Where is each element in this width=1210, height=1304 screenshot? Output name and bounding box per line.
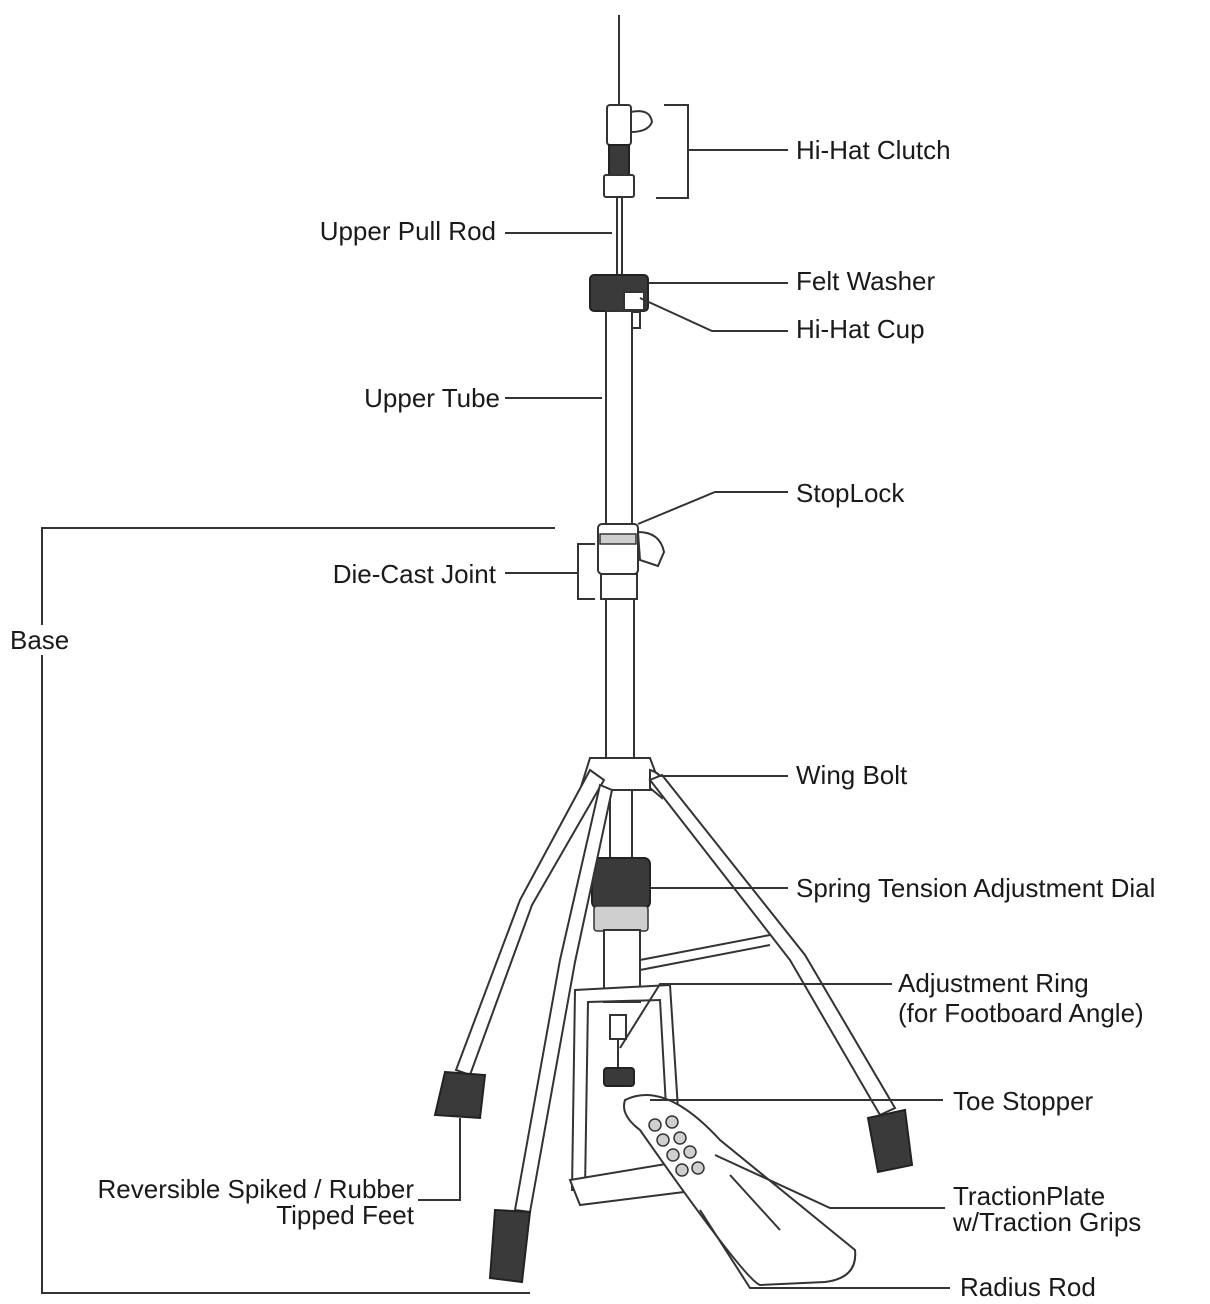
- label-hihat-cup: Hi-Hat Cup: [796, 314, 925, 344]
- label-base: Base: [10, 625, 70, 655]
- label-die-cast-joint: Die-Cast Joint: [332, 559, 496, 589]
- label-upper-tube: Upper Tube: [364, 383, 500, 413]
- label-feet-line2: Tipped Feet: [276, 1200, 414, 1230]
- label-feet-line1: Reversible Spiked / Rubber: [97, 1174, 415, 1204]
- hihat-stand-illustration: [433, 15, 914, 1287]
- foot-left: [433, 1070, 487, 1120]
- label-wing-bolt: Wing Bolt: [796, 760, 908, 790]
- foot-front: [488, 1208, 532, 1284]
- label-hihat-clutch: Hi-Hat Clutch: [796, 135, 951, 165]
- label-upper-pull-rod: Upper Pull Rod: [319, 216, 496, 246]
- die-cast-joint-part: [597, 523, 666, 600]
- label-tractionplate-line1: TractionPlate: [953, 1181, 1106, 1211]
- label-spring-tension-dial: Spring Tension Adjustment Dial: [796, 873, 1156, 903]
- hihat-clutch-part: [603, 104, 654, 198]
- pedal-frame-part: [568, 983, 857, 1287]
- label-adjustment-ring-line1: Adjustment Ring: [898, 968, 1089, 998]
- leader-hihat-cup: [639, 297, 788, 332]
- spring-tension-dial-part: [591, 857, 651, 932]
- label-tractionplate-line2: w/Traction Grips: [953, 1207, 1142, 1237]
- leader-feet: [418, 1118, 461, 1201]
- foot-right: [866, 1108, 914, 1174]
- label-feet: Reversible Spiked / Rubber Tipped Feet: [40, 1174, 415, 1230]
- label-tractionplate: TractionPlate w/Traction Grips: [953, 1183, 1141, 1235]
- leader-radius-rod: [699, 1209, 950, 1289]
- leader-tractionplate: [714, 1154, 945, 1209]
- leader-base: [41, 527, 555, 1294]
- leader-lines: [41, 104, 950, 1294]
- label-radius-rod: Radius Rod: [960, 1272, 1096, 1302]
- leader-adjustment-ring: [619, 983, 892, 1049]
- label-adjustment-ring: Adjustment Ring (for Footboard Angle): [898, 970, 1144, 1026]
- label-toe-stopper: Toe Stopper: [953, 1086, 1094, 1116]
- leader-die-cast-joint: [505, 543, 595, 600]
- label-stoplock: StopLock: [796, 478, 905, 508]
- label-adjustment-ring-line2: (for Footboard Angle): [898, 998, 1144, 1028]
- leader-hihat-clutch: [656, 104, 788, 199]
- label-felt-washer: Felt Washer: [796, 266, 936, 296]
- leader-stoplock: [637, 491, 788, 525]
